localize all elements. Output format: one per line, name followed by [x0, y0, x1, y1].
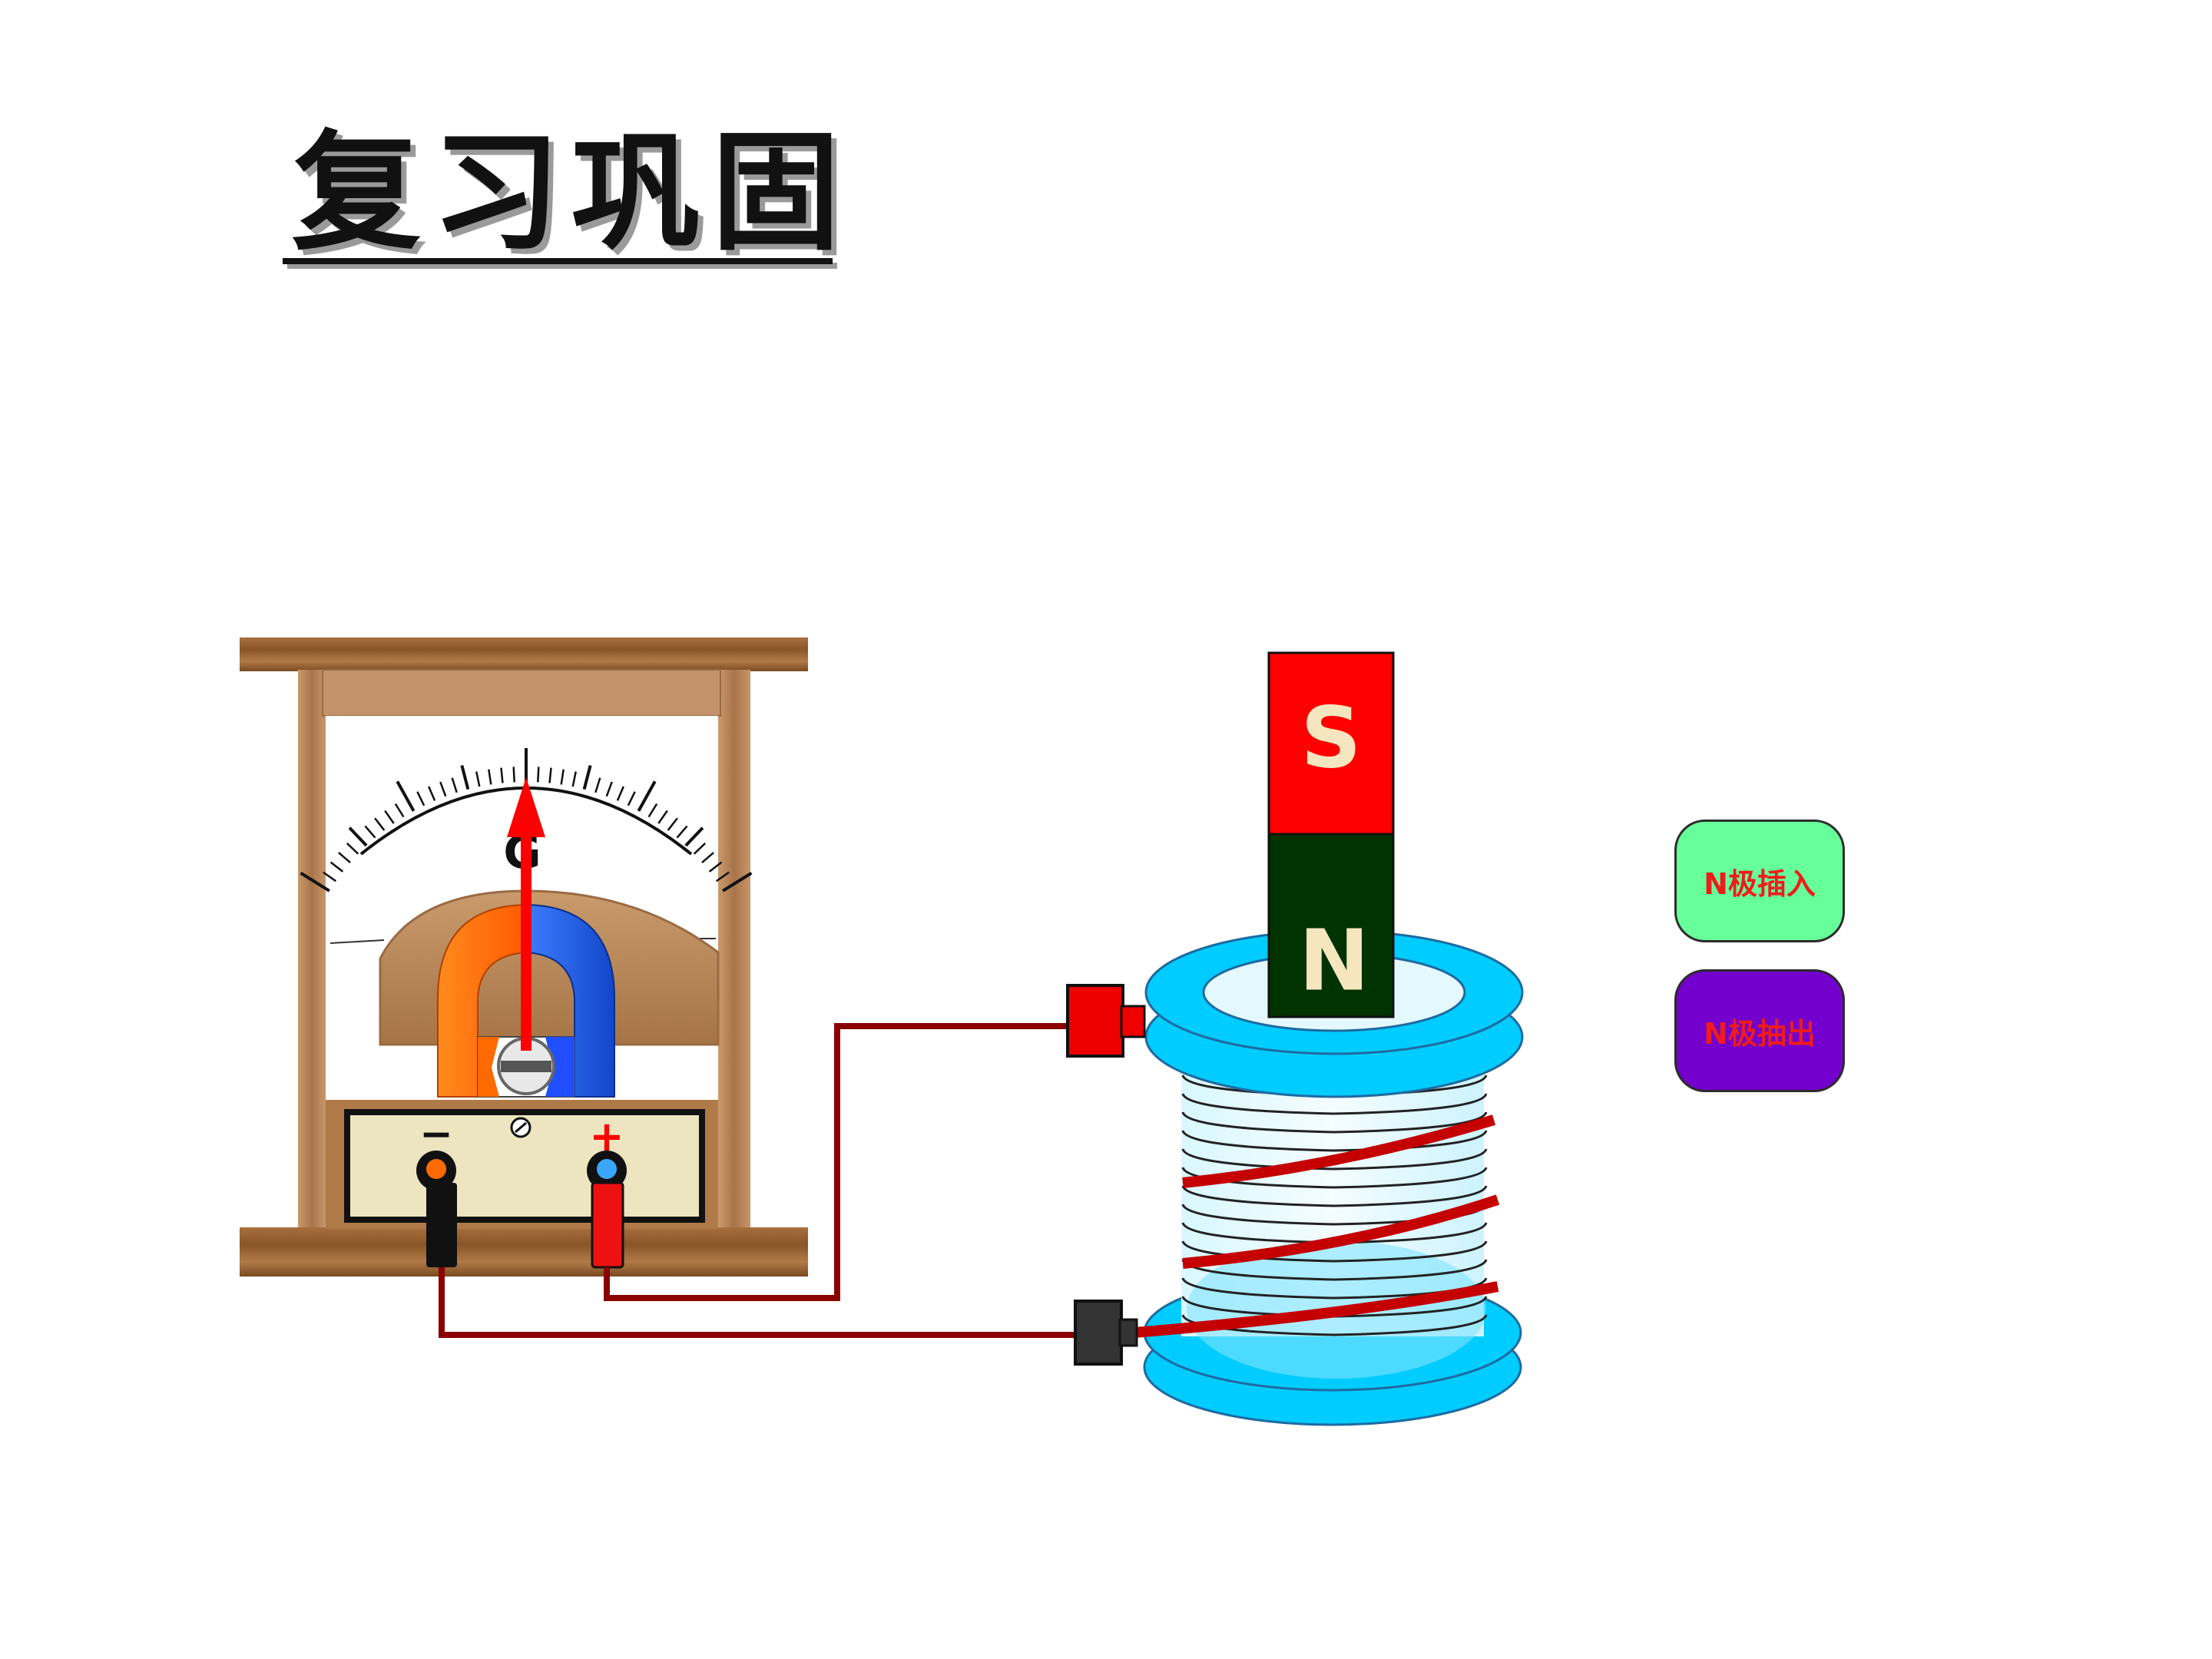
minus-label: −	[419, 1111, 453, 1157]
dial-tick	[396, 780, 416, 812]
coil-turn	[1181, 1111, 1488, 1134]
plus-terminal-core	[597, 1159, 617, 1179]
dial-tick	[684, 826, 704, 847]
coil-wire-turn	[1124, 1281, 1499, 1339]
dial-tick	[338, 852, 351, 864]
coil-turn	[1181, 1130, 1488, 1152]
dial-tick	[708, 861, 723, 873]
dial-tick	[428, 786, 436, 801]
magnet-n-pole[interactable]	[1267, 833, 1395, 1018]
dial-tick	[500, 767, 504, 783]
n-pole-insert-label: N极插入	[1704, 866, 1816, 901]
dial-tick	[594, 777, 601, 793]
dial-tick	[616, 786, 624, 801]
dial-tick	[560, 769, 565, 785]
n-pole-pull-label: N极抽出	[1704, 1016, 1816, 1051]
dial-tick	[693, 843, 707, 855]
coil-turn	[1181, 1259, 1488, 1281]
dial-tick	[667, 817, 678, 831]
dial-tick	[582, 765, 592, 790]
coil-turn	[1181, 1185, 1488, 1207]
dial-tick	[374, 817, 386, 831]
pivot-screw-slot	[501, 1061, 551, 1072]
n-pole-label: N	[1299, 911, 1369, 1009]
dial-tick	[571, 771, 577, 787]
zero-adjust-slot	[515, 1121, 527, 1134]
dial-tick	[715, 871, 730, 882]
magnet-s-pole[interactable]	[1267, 651, 1395, 836]
dial-tick	[439, 781, 447, 797]
pole-piece-right	[545, 1037, 575, 1097]
right-post	[718, 670, 750, 1230]
coil-turn	[1181, 1240, 1488, 1263]
s-pole-label: S	[1300, 688, 1361, 786]
dial-tick	[384, 810, 395, 824]
coil-turn	[1181, 1148, 1488, 1171]
coil-wire-turn	[1182, 1194, 1500, 1269]
dial-tick	[488, 769, 492, 785]
dial-tick	[605, 781, 613, 797]
n-pole-pull-button[interactable]: N极抽出	[1674, 969, 1845, 1092]
dial-tick	[394, 803, 405, 818]
dial-tick	[647, 803, 658, 818]
galvanometer: G − +	[240, 637, 808, 1277]
dial-tick	[637, 780, 657, 812]
dial-tick	[701, 852, 714, 864]
lintel	[322, 669, 721, 717]
dial-tick	[346, 843, 359, 855]
dial-tick	[416, 791, 426, 806]
black-plug	[426, 1183, 457, 1267]
bottom-board	[240, 1227, 808, 1277]
dial-ticks	[300, 748, 753, 892]
dial-tick	[329, 861, 344, 873]
dial-tick	[722, 871, 753, 892]
n-pole-insert-button[interactable]: N极插入	[1674, 820, 1845, 942]
dial-tick	[548, 767, 552, 783]
bar-magnet[interactable]: S N	[1267, 651, 1395, 1018]
dial-tick	[364, 825, 376, 839]
pole-piece-left	[478, 1037, 499, 1097]
dial-tick	[460, 765, 470, 790]
wire-negative	[439, 1267, 1081, 1338]
black-connector-tip	[1118, 1318, 1138, 1347]
dial-tick	[657, 810, 668, 824]
dial-tick	[323, 871, 337, 882]
red-connector	[1066, 984, 1124, 1058]
dial-side-line	[329, 939, 385, 944]
page-title: 复习巩固	[292, 116, 851, 268]
galvanometer-pointer	[507, 777, 545, 1051]
circuit-wires	[439, 1023, 1081, 1338]
red-connector-tip	[1120, 1005, 1146, 1038]
coil-wire-turn	[1182, 1114, 1496, 1188]
dial-tick	[512, 767, 515, 783]
black-connector	[1074, 1300, 1123, 1366]
dial-tick	[627, 791, 636, 806]
minus-terminal-core	[426, 1159, 446, 1179]
wire-positive	[604, 1023, 1068, 1301]
dial-tick	[475, 771, 481, 787]
dial-tick	[451, 777, 458, 793]
red-plug	[591, 1181, 624, 1269]
title-underline	[283, 258, 833, 264]
dial-tick	[348, 826, 368, 847]
top-board	[240, 637, 808, 671]
left-post	[298, 670, 326, 1230]
dial-tick	[300, 871, 330, 892]
coil-turn	[1181, 1093, 1488, 1115]
dial-tick	[676, 825, 688, 839]
